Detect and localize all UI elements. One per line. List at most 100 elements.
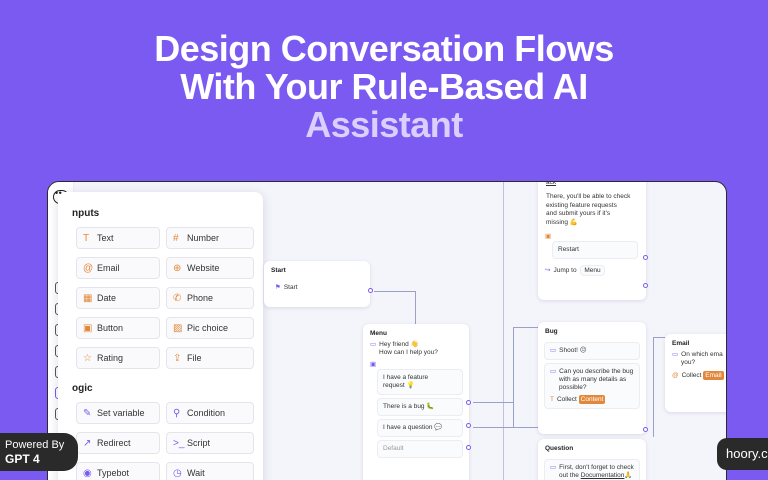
inputs-heading: nputs xyxy=(72,208,100,219)
message-line: you? xyxy=(681,359,696,366)
bug-question: ▭Can you describe the bug with as many d… xyxy=(544,363,640,409)
node-title: Menu xyxy=(370,330,387,337)
menu-node[interactable]: Menu ▭Hey friend 👋 How can I help you? ▣… xyxy=(363,324,471,480)
headline-line-2: With Your Rule-Based AI xyxy=(180,66,588,107)
feature-request-node[interactable]: ack There, you'll be able to check exist… xyxy=(538,181,648,300)
block-date[interactable]: ▦ Date xyxy=(76,287,160,309)
upload-icon: ⇪ xyxy=(173,352,182,364)
node-title: Bug xyxy=(545,328,558,335)
connector-line xyxy=(653,337,654,437)
start-item: ⚑Start xyxy=(270,280,364,296)
variable-tag: Content xyxy=(578,395,606,404)
chat-bubble-icon: ▭ xyxy=(672,351,679,358)
start-node[interactable]: Start ⚑Start xyxy=(264,261,373,307)
block-phone[interactable]: ✆Phone xyxy=(166,287,254,309)
documentation-link[interactable]: Documentation xyxy=(580,472,625,479)
message-text: 🙏 xyxy=(624,472,633,479)
email-node[interactable]: Email ▭On which ema you? @Collect Email xyxy=(665,334,726,412)
option-handle[interactable] xyxy=(466,423,471,428)
bug-message: ▭Shoot! 😐 xyxy=(544,342,640,360)
bug-node[interactable]: Bug ▭Shoot! 😐 ▭Can you describe the bug … xyxy=(538,322,648,434)
message-line: existing feature requests xyxy=(546,201,617,209)
block-email[interactable]: @Email xyxy=(76,257,160,279)
powered-by-model: GPT 4 xyxy=(5,452,40,466)
block-typebot[interactable]: ◉ Typebot xyxy=(76,462,160,480)
block-label: Script xyxy=(187,438,211,448)
connector-line xyxy=(513,327,514,427)
headline-line-3: Assistant xyxy=(305,104,463,145)
block-redirect[interactable]: ↗Redirect xyxy=(76,432,160,454)
option-handle[interactable] xyxy=(466,400,471,405)
block-condition[interactable]: ⚲ Condition xyxy=(166,402,254,424)
jump-target[interactable]: Menu xyxy=(580,265,605,276)
menu-option[interactable]: There is a bug 🐛 xyxy=(377,398,463,416)
variable-tag: Email xyxy=(703,371,724,380)
greeting-line-1: Hey friend 👋 xyxy=(379,341,419,348)
chat-bubble-icon: ▭ xyxy=(370,341,377,348)
block-label: Condition xyxy=(187,408,226,418)
block-number[interactable]: # Number xyxy=(166,227,254,249)
block-label: Website xyxy=(187,263,220,273)
buttons-icon: ▣ xyxy=(545,233,552,240)
bot-icon: ◉ xyxy=(83,467,92,479)
output-handle[interactable] xyxy=(643,255,648,260)
message-line: First, don't forget to check xyxy=(559,464,634,471)
node-title: Start xyxy=(271,267,286,274)
option-label: Restart xyxy=(558,246,579,253)
output-handle[interactable] xyxy=(643,283,648,288)
block-label: Number xyxy=(187,233,220,243)
output-handle[interactable] xyxy=(368,288,373,293)
calendar-icon: ▦ xyxy=(83,292,93,304)
jump-label: Jump to xyxy=(553,267,577,274)
menu-default[interactable]: Default xyxy=(377,440,463,458)
block-label: Redirect xyxy=(97,438,131,448)
start-label: Start xyxy=(283,284,298,291)
block-label: Pic choice xyxy=(187,323,229,333)
block-wait[interactable]: ◷Wait xyxy=(166,462,254,480)
block-set-variable[interactable]: ✎Set variable xyxy=(76,402,160,424)
restart-option[interactable]: Restart xyxy=(552,241,638,259)
buttons-icon: ▣ xyxy=(370,361,377,368)
email-question: ▭On which ema you? xyxy=(665,351,726,367)
chat-bubble-icon: ▭ xyxy=(550,368,557,375)
message-line: There, you'll be able to check xyxy=(546,193,631,200)
top-message: There, you'll be able to check existing … xyxy=(538,187,646,227)
logic-grid: ✎Set variable ⚲ Condition ↗Redirect >_Scr… xyxy=(76,402,254,480)
question-node[interactable]: Question ▭First, don't forget to check o… xyxy=(538,439,646,480)
link-text[interactable]: ack xyxy=(546,181,557,186)
number-icon: # xyxy=(173,232,179,244)
jump-icon: ↪ xyxy=(545,267,551,274)
block-pic-choice[interactable]: ▨ Pic choice xyxy=(166,317,254,339)
filter-icon: ⚲ xyxy=(173,407,181,419)
greeting-line-2: How can I help you? xyxy=(379,349,438,356)
option-label: There is a bug 🐛 xyxy=(383,403,435,410)
block-label: Date xyxy=(97,293,117,303)
brand-badge: hoory.c xyxy=(717,438,768,470)
menu-option[interactable]: I have a question 💬 xyxy=(377,419,463,437)
block-button[interactable]: ▣Button xyxy=(76,317,160,339)
headline: Design Conversation Flows With Your Rule… xyxy=(0,30,768,144)
output-handle[interactable] xyxy=(643,427,648,432)
message-line: with as many details as xyxy=(559,376,627,383)
headline-line-1: Design Conversation Flows xyxy=(154,28,614,69)
block-website[interactable]: ⊕Website xyxy=(166,257,254,279)
block-rating[interactable]: ☆Rating xyxy=(76,347,160,369)
block-script[interactable]: >_Script xyxy=(166,432,254,454)
connector-line xyxy=(415,291,416,331)
at-icon: @ xyxy=(672,372,679,379)
clock-icon: ◷ xyxy=(173,467,182,479)
image-icon: ▨ xyxy=(173,322,183,334)
logic-heading: ogic xyxy=(72,383,93,394)
text-icon: T xyxy=(83,232,90,244)
message-line: Can you describe the bug xyxy=(559,368,634,375)
option-handle[interactable] xyxy=(466,445,471,450)
brand-name: hoory.c xyxy=(726,446,768,461)
block-label: Typebot xyxy=(97,468,130,478)
option-line-1: I have a feature xyxy=(383,374,429,381)
block-file[interactable]: ⇪File xyxy=(166,347,254,369)
